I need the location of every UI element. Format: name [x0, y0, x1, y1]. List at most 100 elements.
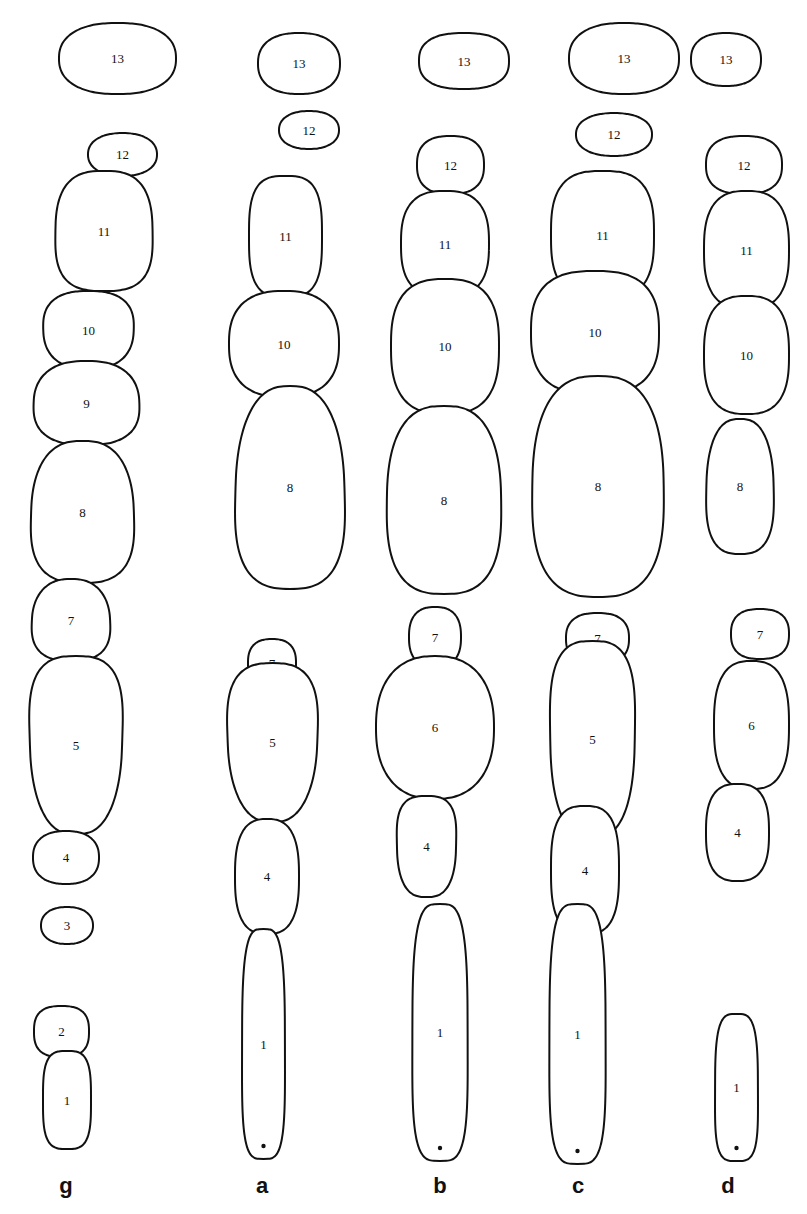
segment-number: 1: [574, 1028, 581, 1041]
segment-number: 11: [596, 229, 609, 242]
segment-border: [706, 136, 782, 194]
segment-number: 13: [720, 53, 733, 66]
segment-border: [532, 376, 664, 597]
segment-number: 10: [439, 340, 452, 353]
segment-border: [88, 133, 157, 176]
segment-number: 10: [82, 324, 95, 337]
segment-outline: 1: [410, 903, 470, 1162]
segment-number: 1: [64, 1094, 71, 1107]
segment-number: 8: [737, 480, 744, 493]
segment-dot: [734, 1146, 738, 1150]
segment-number: 8: [441, 494, 448, 507]
segment-outline: 11: [52, 170, 156, 292]
segment-border: [391, 279, 499, 414]
segment-border: [691, 33, 761, 86]
segment-number: 4: [582, 864, 589, 877]
segment-outline: 4: [705, 783, 770, 882]
segment-outline: 10: [703, 295, 790, 415]
segment-border: [549, 904, 605, 1164]
segment-border: [235, 819, 299, 934]
segment-number: 13: [458, 55, 471, 68]
segment-border: [412, 904, 467, 1161]
column-letter: d: [721, 1175, 734, 1197]
segment-number: 10: [589, 326, 602, 339]
segment-outline: 12: [705, 135, 783, 195]
segment-outline: 12: [416, 135, 485, 195]
segment-number: 13: [618, 52, 631, 65]
segment-number: 12: [303, 124, 316, 137]
segment-number: 11: [439, 238, 452, 251]
segment-outline: 8: [528, 375, 668, 598]
column-letter: b: [433, 1175, 446, 1197]
segment-border: [31, 441, 134, 583]
segment-border: [731, 609, 789, 659]
segment-outline: 8: [383, 405, 505, 595]
segment-border: [569, 23, 679, 94]
segment-number: 5: [589, 733, 596, 746]
segment-border: [34, 361, 140, 445]
segment-border: [29, 656, 123, 834]
segment-outline: 1: [240, 928, 287, 1160]
segment-outline: 12: [575, 112, 653, 157]
segment-outline: 2: [33, 1005, 90, 1058]
segment-dot: [575, 1149, 579, 1153]
segment-outline: 7: [27, 578, 115, 662]
segment-border: [279, 111, 339, 149]
column-letter: c: [572, 1175, 584, 1197]
segment-border: [417, 136, 484, 194]
segment-number: 11: [740, 244, 753, 257]
segment-border: [33, 831, 99, 884]
segment-outline: 3: [40, 906, 94, 945]
segment-number: 13: [111, 52, 124, 65]
segment-outline: 1: [547, 903, 608, 1165]
segment-outline: 8: [702, 418, 778, 555]
column-letter: g: [59, 1175, 72, 1197]
segment-number: 7: [432, 631, 439, 644]
segment-border: [706, 419, 774, 554]
segment-outline: 13: [257, 32, 341, 95]
segment-outline: 6: [713, 660, 790, 790]
segment-border: [229, 291, 339, 397]
segment-number: 2: [58, 1025, 65, 1038]
segment-number: 1: [260, 1038, 267, 1051]
segment-number: 11: [98, 225, 111, 238]
segment-number: 7: [68, 614, 75, 627]
segment-border: [704, 296, 789, 414]
segment-outline: 10: [40, 290, 137, 370]
segment-border: [235, 386, 345, 589]
segment-border: [387, 406, 501, 594]
segment-border: [59, 23, 176, 94]
segment-number: 1: [733, 1081, 740, 1094]
segment-outline: 13: [690, 32, 762, 87]
segment-border: [249, 176, 322, 297]
segment-outline: 5: [22, 655, 130, 835]
segment-number: 4: [63, 851, 70, 864]
segment-number: 1: [437, 1026, 444, 1039]
segment-number: 12: [116, 148, 129, 161]
segment-outline: 1: [713, 1013, 760, 1162]
segment-number: 10: [278, 338, 291, 351]
segment-number: 6: [432, 721, 439, 734]
segment-outline: 10: [228, 290, 340, 398]
segment-outline: 8: [228, 385, 352, 590]
segment-border: [227, 663, 318, 822]
segment-number: 12: [444, 159, 457, 172]
segment-number: 8: [595, 480, 602, 493]
segment-border: [55, 171, 152, 291]
segment-number: 5: [73, 739, 80, 752]
segment-outline: 10: [390, 278, 500, 415]
segment-outline: 6: [375, 655, 495, 800]
segment-outline: 11: [703, 190, 790, 310]
segment-number: 12: [608, 128, 621, 141]
segment-number: 13: [293, 57, 306, 70]
segment-outline: 1: [42, 1050, 92, 1150]
segment-dot: [438, 1146, 442, 1150]
segment-number: 4: [423, 840, 430, 853]
segment-border: [714, 661, 789, 789]
segment-border: [43, 291, 134, 369]
segment-border: [43, 1051, 91, 1149]
segment-outline: 8: [25, 440, 140, 584]
segment-border: [32, 579, 111, 661]
segment-outline: 9: [30, 360, 143, 446]
segment-outline: 4: [234, 818, 300, 935]
